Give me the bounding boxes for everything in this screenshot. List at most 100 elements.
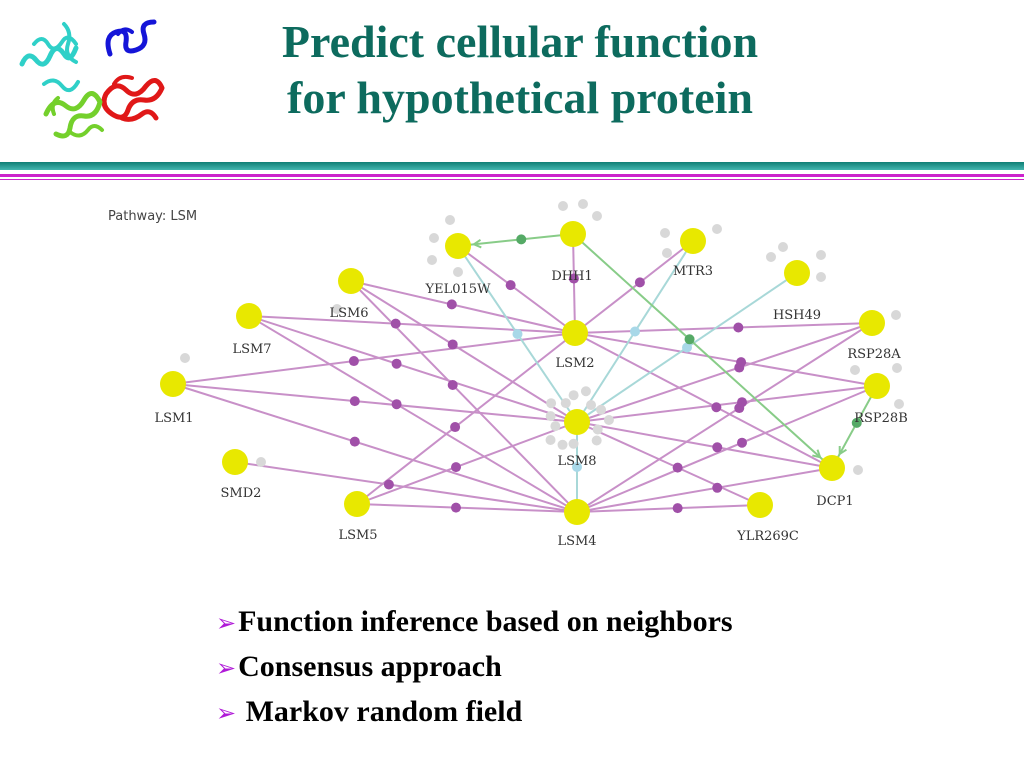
node-label-lsm2: LSM2 (555, 356, 594, 371)
node-mtr3 (680, 228, 706, 254)
protein-structure-icon (19, 19, 165, 139)
pathway-label: Pathway: LSM (108, 209, 197, 224)
node-label-mtr3: MTR3 (673, 264, 713, 279)
node-label-lsm6: LSM6 (329, 306, 368, 321)
satellite-node (545, 434, 556, 445)
satellite-node (256, 457, 266, 467)
network-node-labels: LSM2LSM8LSM4LSM6LSM7LSM1SMD2LSM5YEL015WD… (154, 264, 907, 549)
node-dhh1 (560, 221, 586, 247)
satellite-node (766, 252, 776, 262)
edge-midpoint (451, 462, 461, 473)
node-lsm4 (564, 499, 590, 525)
edge-dhh1-yel015w (457, 233, 574, 247)
edge-midpoint (733, 322, 744, 333)
network-nodes (160, 221, 890, 525)
edge-midpoint (390, 318, 401, 329)
node-lsm7 (236, 303, 262, 329)
edge-midpoint (568, 273, 579, 284)
node-label-lsm7: LSM7 (232, 342, 271, 357)
satellite-node (568, 390, 579, 401)
satellite-node (429, 233, 439, 243)
protein-interaction-network: Pathway: LSM LSM2LSM8LSM4LSM6LSM7LSM1SMD… (108, 199, 908, 549)
node-label-yel015w: YEL015W (425, 282, 492, 297)
edge-lsm8-lsm6 (350, 280, 578, 423)
node-label-lsm4: LSM4 (557, 534, 596, 549)
edge-midpoint (737, 437, 747, 448)
node-dcp1 (819, 455, 845, 481)
satellite-node (892, 363, 902, 373)
satellite-node (592, 424, 603, 435)
edge-lsm4-rsp28b (576, 385, 878, 513)
satellite-node (558, 201, 568, 211)
edge-midpoint (734, 362, 745, 373)
edge-midpoint (512, 329, 523, 339)
satellite-node (545, 411, 556, 422)
edge-midpoint (447, 379, 458, 390)
node-ylr269c (747, 492, 773, 518)
satellite-node (853, 465, 863, 475)
satellite-node (557, 439, 568, 450)
node-label-lsm5: LSM5 (338, 528, 377, 543)
satellite-node (560, 398, 571, 409)
network-satellites (180, 199, 904, 475)
edge-lsm8-lsm1 (172, 383, 578, 423)
node-label-rsp28a: RSP28A (847, 347, 901, 362)
edge-lsm2-rsp28a (574, 322, 873, 334)
arrow-bullet-icon: ➢ (216, 654, 237, 682)
edge-midpoint (447, 339, 458, 350)
slide-title-line-2: for hypothetical protein (287, 72, 753, 123)
satellite-node (550, 421, 561, 432)
edge-midpoint (446, 299, 457, 310)
node-lsm1 (160, 371, 186, 397)
satellite-node (850, 365, 860, 375)
edge-midpoint (682, 342, 692, 353)
satellite-node (180, 353, 190, 363)
edge-lsm4-rsp28a (576, 322, 873, 513)
network-edges (172, 233, 878, 513)
satellite-node (592, 211, 602, 221)
satellite-node (578, 199, 588, 209)
edge-lsm4-ylr269c (576, 504, 761, 513)
edge-arrowhead (471, 238, 482, 249)
edge-midpoint (634, 277, 645, 288)
node-rsp28b (864, 373, 890, 399)
satellite-node (568, 438, 579, 449)
edge-arrowhead (838, 445, 847, 456)
satellite-node (816, 250, 826, 260)
edge-midpoint (684, 334, 695, 345)
edge-midpoint (712, 482, 723, 493)
bullet-item-consensus: ➢Consensus approach (216, 645, 733, 690)
edge-lsm2-rsp28b (574, 332, 878, 387)
node-label-dhh1: DHH1 (551, 269, 592, 284)
node-label-rsp28b: RSP28B (854, 411, 908, 426)
satellite-node (662, 248, 672, 258)
bullet-item-markov: ➢ Markov random field (216, 690, 733, 735)
node-label-hsh49: HSH49 (773, 308, 821, 323)
edge-arrowhead (812, 449, 822, 459)
bullet-text: Function inference based on neighbors (238, 605, 733, 638)
edge-lsm4-lsm5 (356, 503, 578, 513)
edge-lsm4-lsm7 (248, 315, 578, 513)
edge-lsm2-lsm5 (356, 332, 576, 505)
node-lsm8 (564, 409, 590, 435)
edge-midpoint (348, 356, 359, 367)
arrow-bullet-icon: ➢ (216, 609, 237, 637)
satellite-node (445, 215, 455, 225)
edge-lsm2-lsm6 (350, 280, 576, 334)
node-rsp28a (859, 310, 885, 336)
edge-midpoint (391, 399, 402, 410)
satellite-node (660, 228, 670, 238)
edge-midpoint (383, 479, 394, 490)
node-label-lsm1: LSM1 (154, 411, 193, 426)
satellite-node (591, 435, 602, 446)
title-divider-magenta (0, 174, 1024, 177)
edge-midpoint (450, 422, 461, 433)
satellite-node (332, 304, 342, 314)
node-lsm2 (562, 320, 588, 346)
edge-lsm2-mtr3 (574, 240, 694, 334)
node-yel015w (445, 233, 471, 259)
edge-lsm2-lsm1 (172, 332, 576, 385)
satellite-node (453, 267, 463, 277)
arrow-bullet-icon: ➢ (216, 699, 237, 727)
